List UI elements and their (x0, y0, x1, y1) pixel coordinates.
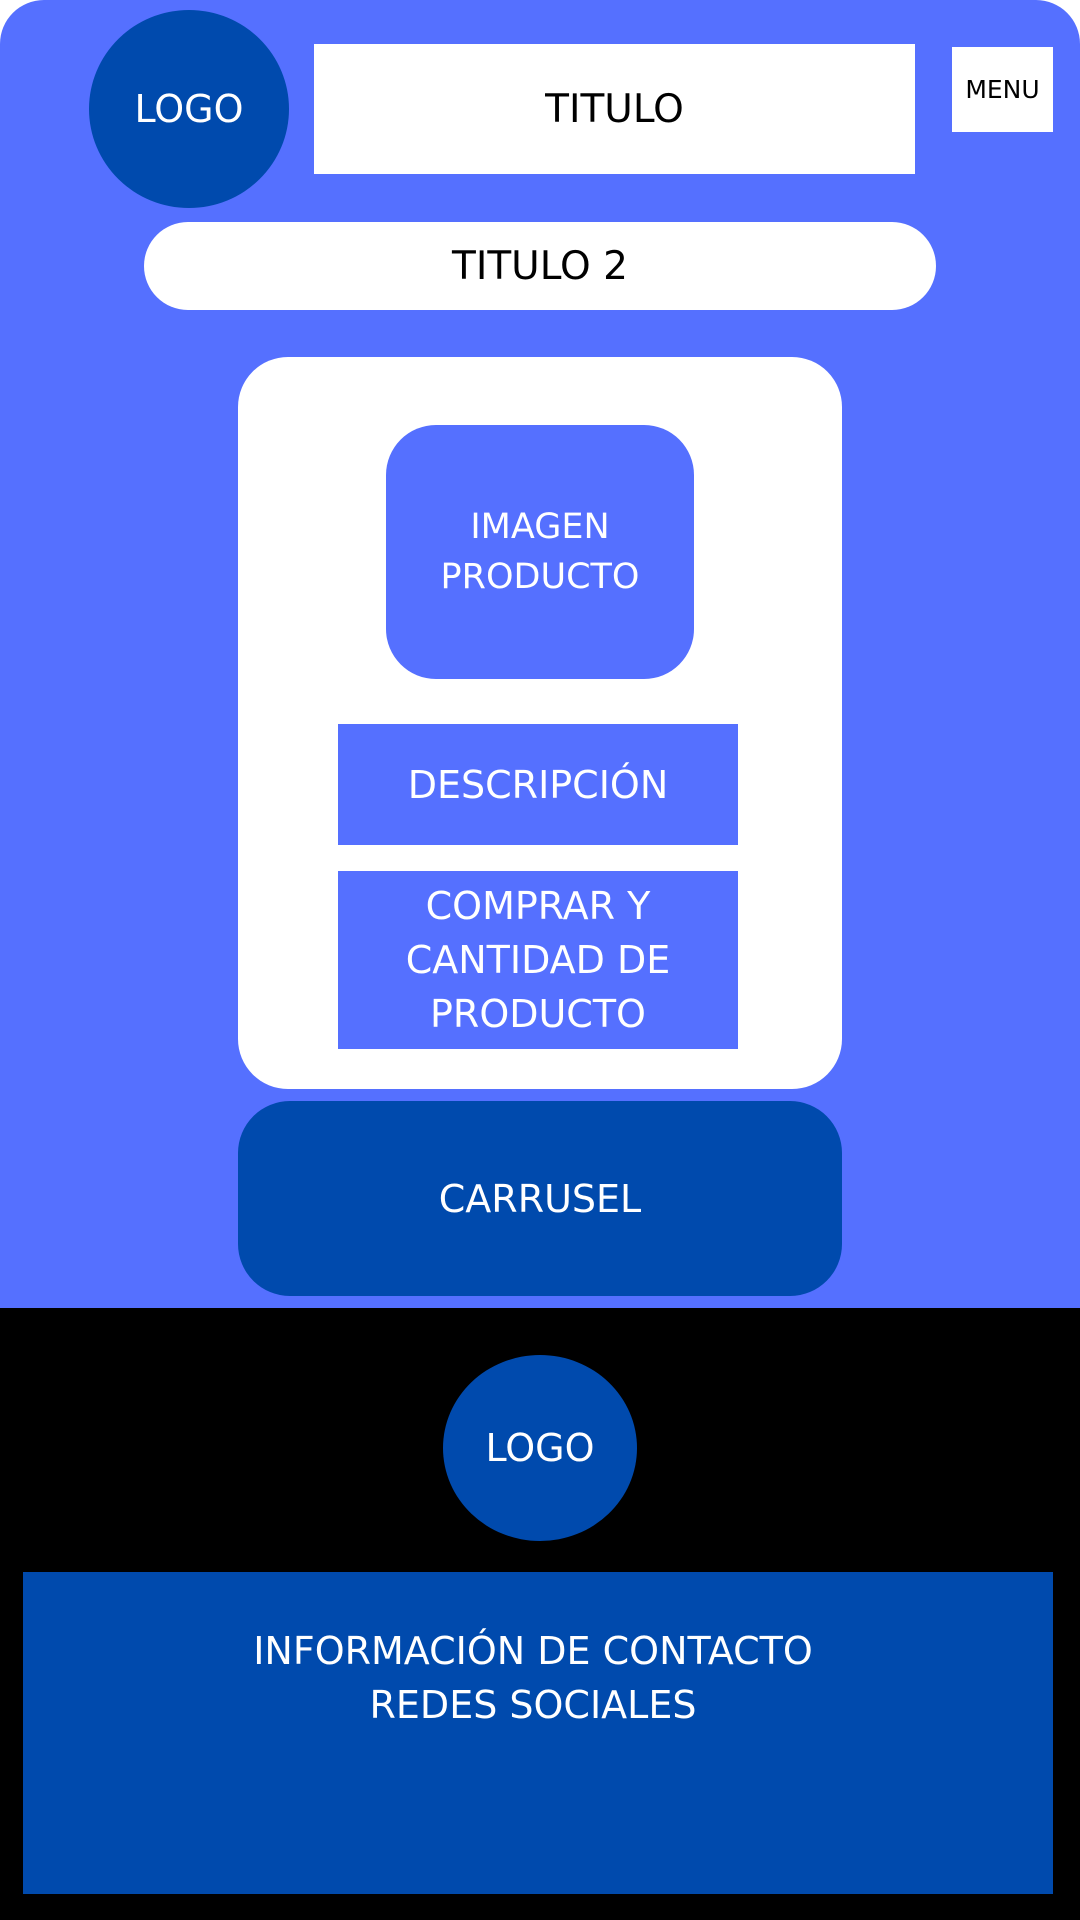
header-logo-label: LOGO (134, 87, 244, 131)
product-description-label: DESCRIPCIÓN (407, 762, 669, 807)
header-logo[interactable]: LOGO (89, 10, 289, 208)
footer-logo-label: LOGO (485, 1426, 595, 1470)
product-description: DESCRIPCIÓN (338, 724, 738, 845)
subtitle-bar: TITULO 2 (144, 222, 936, 310)
product-image-label: IMAGEN PRODUCTO (440, 507, 640, 597)
menu-button[interactable]: MENU (952, 47, 1053, 132)
page-title: TITULO (314, 44, 915, 174)
footer-logo[interactable]: LOGO (443, 1355, 637, 1541)
contact-section-label: INFORMACIÓN DE CONTACTO REDES SOCIALES (253, 1629, 813, 1727)
page-title-text: TITULO (545, 86, 684, 132)
menu-button-label: MENU (965, 75, 1040, 104)
buy-and-quantity-label: COMPRAR Y CANTIDAD DE PRODUCTO (405, 884, 671, 1036)
carousel-label: CARRUSEL (438, 1176, 642, 1221)
carousel[interactable]: CARRUSEL (238, 1101, 842, 1296)
subtitle-text: TITULO 2 (452, 243, 628, 289)
buy-and-quantity[interactable]: COMPRAR Y CANTIDAD DE PRODUCTO (338, 871, 738, 1049)
contact-section (23, 1572, 1053, 1894)
product-image[interactable]: IMAGEN PRODUCTO (386, 425, 694, 679)
